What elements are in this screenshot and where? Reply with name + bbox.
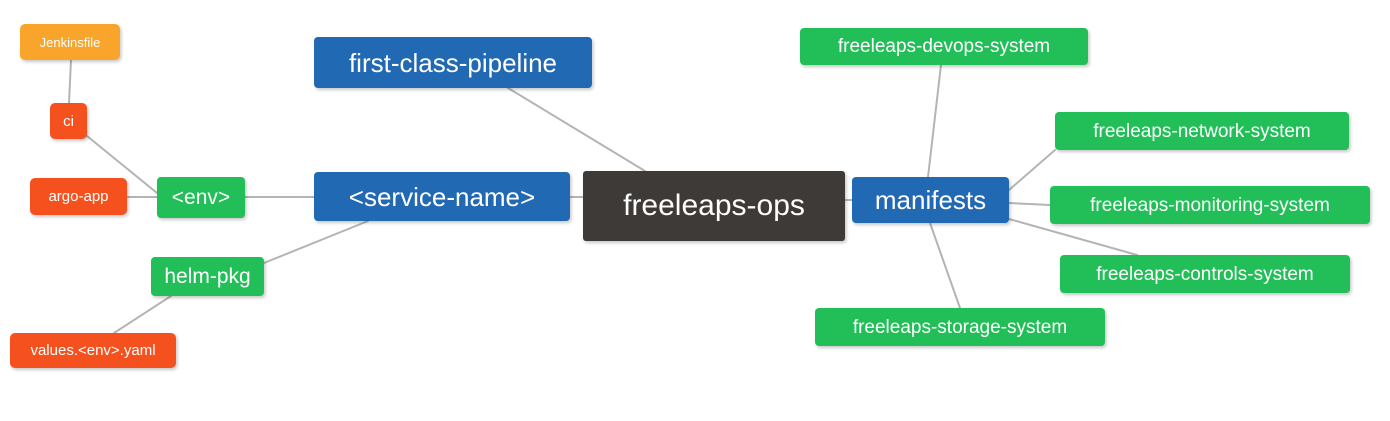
node-network[interactable]: freeleaps-network-system: [1055, 112, 1349, 150]
edge-manifests-to-monitoring: [1008, 202, 1051, 206]
edge-devops-to-manifests: [927, 64, 942, 178]
edge-manifests-to-network: [1008, 149, 1056, 191]
node-service-name[interactable]: <service-name>: [314, 172, 570, 221]
node-ci[interactable]: ci: [50, 103, 87, 139]
node-devops[interactable]: freeleaps-devops-system: [800, 28, 1088, 65]
edge-service-name-to-helm-pkg: [263, 220, 369, 264]
node-values-yaml[interactable]: values.<env>.yaml: [10, 333, 176, 368]
node-controls[interactable]: freeleaps-controls-system: [1060, 255, 1350, 293]
node-argo-app[interactable]: argo-app: [30, 178, 127, 215]
edge-helm-pkg-to-values-yaml: [113, 295, 172, 334]
node-monitoring[interactable]: freeleaps-monitoring-system: [1050, 186, 1370, 224]
node-jenkinsfile[interactable]: Jenkinsfile: [20, 24, 120, 60]
edge-pipeline-to-root: [507, 87, 646, 172]
node-helm-pkg[interactable]: helm-pkg: [151, 257, 264, 296]
edge-manifests-to-storage: [929, 222, 961, 309]
edge-manifests-to-controls: [1008, 218, 1138, 256]
node-storage[interactable]: freeleaps-storage-system: [815, 308, 1105, 346]
node-pipeline[interactable]: first-class-pipeline: [314, 37, 592, 88]
node-manifests[interactable]: manifests: [852, 177, 1009, 223]
node-env[interactable]: <env>: [157, 177, 245, 218]
edge-jenkinsfile-to-ci: [68, 59, 72, 104]
node-root[interactable]: freeleaps-ops: [583, 171, 845, 241]
